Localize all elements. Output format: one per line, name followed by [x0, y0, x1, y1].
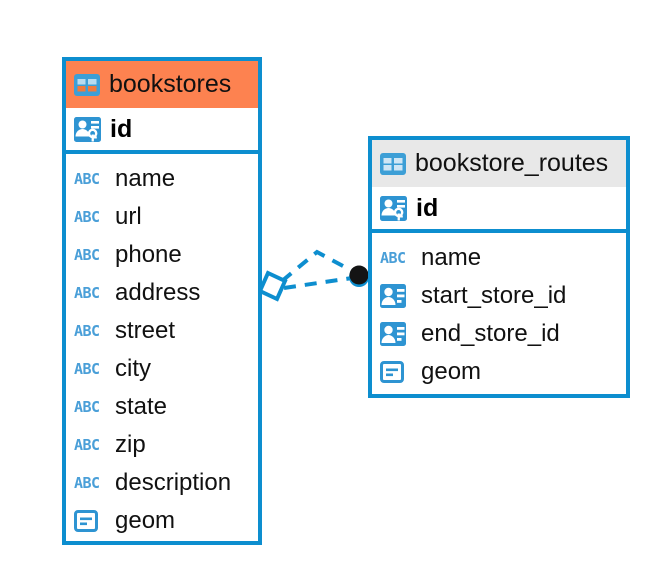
geometry-icon — [380, 361, 412, 383]
primary-key-icon — [380, 195, 407, 221]
field-row[interactable]: ABC name — [380, 239, 618, 277]
field-label: start_store_id — [421, 282, 567, 309]
abc-icon: ABC — [74, 397, 100, 416]
entity-header-bookstore-routes[interactable]: bookstore_routes — [372, 140, 626, 187]
field-label: name — [421, 244, 482, 271]
field-label: geom — [421, 358, 482, 385]
relationship-source-diamond — [257, 270, 288, 302]
field-label: phone — [115, 241, 182, 268]
abc-icon: ABC — [74, 245, 100, 264]
table-icon — [380, 152, 406, 175]
field-row[interactable]: geom — [74, 502, 250, 540]
relationship-target-circle — [349, 265, 369, 287]
field-label: city — [115, 355, 151, 382]
field-list-bookstore-routes: ABC name start_store_id — [372, 233, 626, 399]
primary-key-label: id — [110, 114, 133, 143]
field-label: street — [115, 317, 176, 344]
field-label: name — [115, 165, 176, 192]
primary-key-row-bookstore-routes[interactable]: id — [372, 187, 626, 233]
field-row[interactable]: start_store_id — [380, 277, 618, 315]
entity-title: bookstore_routes — [415, 149, 609, 177]
field-row[interactable]: ABC street — [74, 312, 250, 350]
abc-icon: ABC — [74, 169, 100, 188]
primary-key-label: id — [416, 193, 439, 222]
field-row[interactable]: geom — [380, 353, 618, 391]
field-list-bookstores: ABC name ABC url ABC phone ABC address A… — [66, 154, 258, 548]
field-row[interactable]: ABC description — [74, 464, 250, 502]
table-icon — [74, 73, 100, 96]
field-row[interactable]: ABC name — [74, 160, 250, 198]
abc-icon: ABC — [74, 435, 100, 454]
field-label: zip — [115, 431, 146, 458]
field-row[interactable]: ABC url — [74, 198, 250, 236]
abc-icon: ABC — [380, 248, 406, 267]
field-row[interactable]: ABC state — [74, 388, 250, 426]
foreign-key-icon — [380, 322, 412, 346]
entity-title: bookstores — [109, 70, 232, 98]
foreign-key-icon — [380, 284, 412, 308]
entity-bookstore-routes[interactable]: bookstore_routes id ABC name — [368, 136, 630, 398]
primary-key-row-bookstores[interactable]: id — [66, 108, 258, 154]
field-row[interactable]: ABC phone — [74, 236, 250, 274]
abc-icon: ABC — [74, 207, 100, 226]
primary-key-icon — [74, 116, 101, 142]
relationship-line-upper — [280, 249, 355, 283]
abc-icon: ABC — [74, 283, 100, 302]
geometry-icon — [74, 510, 106, 532]
field-row[interactable]: ABC address — [74, 274, 250, 312]
abc-icon: ABC — [74, 321, 100, 340]
field-row[interactable]: ABC zip — [74, 426, 250, 464]
field-label: end_store_id — [421, 320, 560, 347]
field-label: address — [115, 279, 201, 306]
abc-icon: ABC — [74, 473, 100, 492]
field-label: geom — [115, 507, 176, 534]
field-row[interactable]: ABC city — [74, 350, 250, 388]
entity-bookstores[interactable]: bookstores id ABC name — [62, 57, 262, 545]
field-row[interactable]: end_store_id — [380, 315, 618, 353]
field-label: url — [115, 203, 142, 230]
abc-icon: ABC — [74, 359, 100, 378]
entity-header-bookstores[interactable]: bookstores — [66, 61, 258, 108]
field-label: description — [115, 469, 232, 496]
field-label: state — [115, 393, 168, 420]
relationship-line-lower — [283, 276, 353, 290]
